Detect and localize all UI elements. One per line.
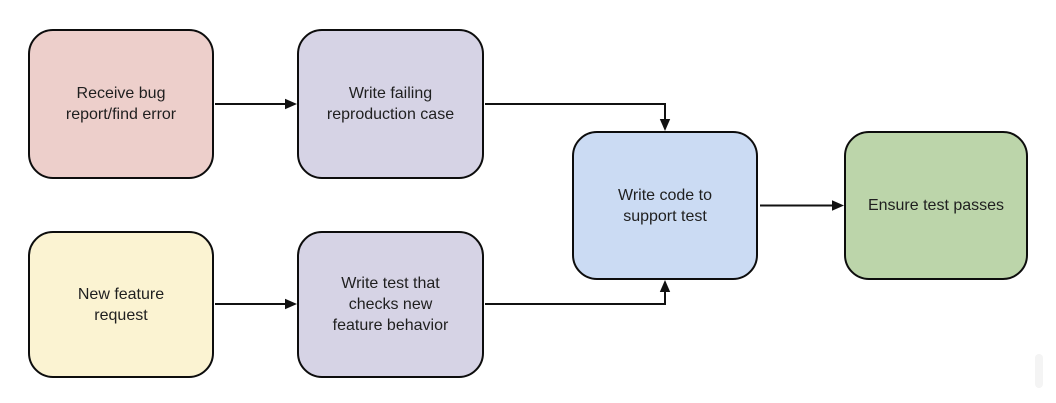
arrow-bug-to-repro bbox=[215, 98, 297, 110]
node-label: New feature request bbox=[77, 285, 165, 324]
arrow-repro-to-code bbox=[485, 103, 671, 131]
node-label: Write failing reproduction case bbox=[326, 85, 455, 123]
arrow-feature-to-test bbox=[215, 298, 297, 310]
node-label: Write code to support test bbox=[618, 186, 712, 225]
arrow-code-to-pass bbox=[760, 200, 844, 211]
node-new-feature-request: New feature request bbox=[28, 231, 214, 378]
node-write-test-checks-new-feature: Write test that checks new feature behav… bbox=[297, 231, 484, 378]
node-ensure-test-passes: Ensure test passes bbox=[844, 131, 1028, 280]
node-write-failing-reproduction-case: Write failing reproduction case bbox=[297, 29, 484, 179]
node-write-code-to-support-test: Write code to support test bbox=[572, 131, 758, 280]
node-receive-bug-report: Receive bug report/find error bbox=[28, 29, 214, 179]
scrollbar-thumb[interactable] bbox=[1035, 354, 1043, 388]
arrow-test-to-code bbox=[485, 280, 671, 305]
node-label: Ensure test passes bbox=[867, 197, 1005, 214]
node-label: Receive bug report/find error bbox=[65, 85, 177, 123]
node-label: Write test that checks new feature behav… bbox=[332, 275, 449, 334]
